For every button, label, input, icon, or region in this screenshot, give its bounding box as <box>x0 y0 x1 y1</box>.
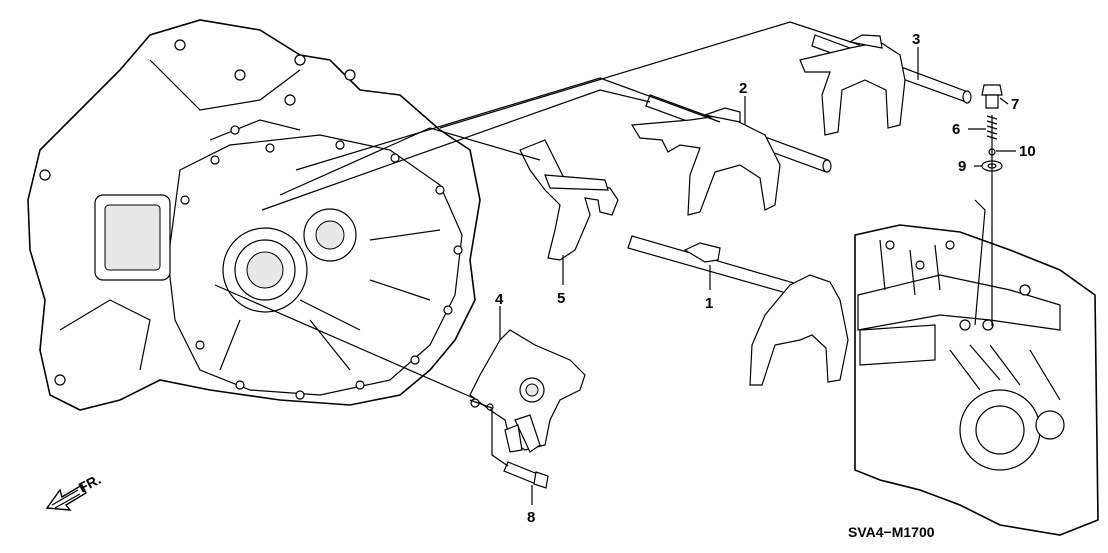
shift-fork-1 <box>749 274 849 386</box>
transmission-case-right <box>854 224 1099 536</box>
bolt-7 <box>981 84 1003 109</box>
front-direction-indicator: FR. <box>45 471 103 511</box>
callout-labels: 3 2 7 6 10 9 5 1 4 8 <box>495 31 1036 526</box>
shift-fork-5 <box>519 139 619 261</box>
leader-lines <box>499 47 1016 505</box>
bolt-8 <box>503 461 549 489</box>
callout-9: 9 <box>958 158 966 175</box>
shift-fork-3 <box>799 34 906 136</box>
callout-4: 4 <box>495 291 504 308</box>
callout-5: 5 <box>557 290 565 307</box>
callout-3: 3 <box>912 31 920 48</box>
callout-8: 8 <box>527 509 535 526</box>
callout-7: 7 <box>1011 96 1019 113</box>
shift-fork-2 <box>630 107 781 216</box>
reference-lines <box>214 21 993 467</box>
callout-6: 6 <box>952 121 960 138</box>
callout-2: 2 <box>739 80 747 97</box>
callout-1: 1 <box>705 295 713 312</box>
callout-10: 10 <box>1019 143 1036 160</box>
shift-piece-4 <box>469 329 586 453</box>
diagram-code: SVA4−M1700 <box>848 524 935 540</box>
transmission-housing <box>27 19 481 411</box>
